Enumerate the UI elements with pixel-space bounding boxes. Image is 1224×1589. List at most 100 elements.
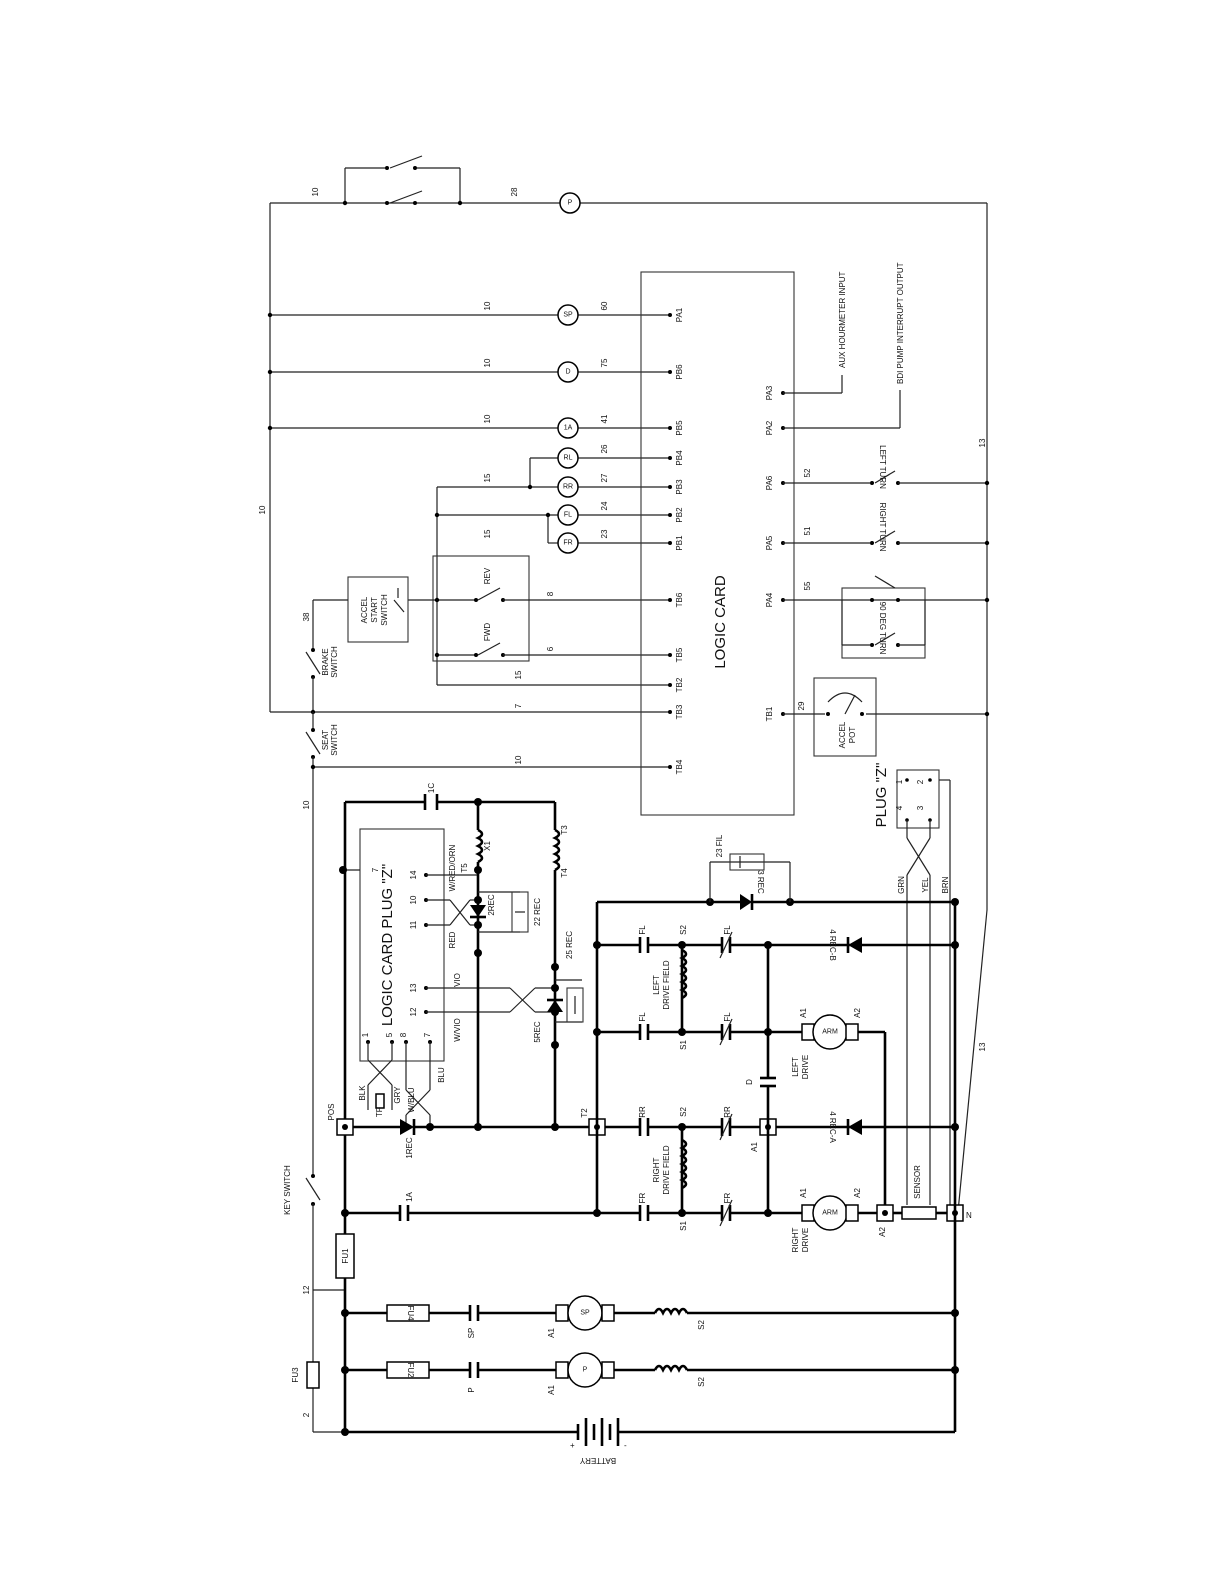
pin-pa1: PA1 [675, 307, 684, 322]
accel-start-switch [393, 588, 405, 613]
pin-pb1: PB1 [675, 535, 684, 551]
left-field-label-1: LEFT [652, 975, 661, 995]
rev-switch-label: REV [483, 567, 492, 584]
coil-fr-label: FR [563, 540, 572, 547]
logic-plug-pin-5: 5 [385, 1032, 394, 1037]
plug-z-pin-2: 2 [916, 779, 925, 784]
a2-label-c: A2 [878, 1227, 887, 1237]
logic-card-left-pins: PA1 PB6 PB5 PB4 PB3 PB2 PB1 TB6 TB5 TB2 … [668, 307, 684, 774]
p-motor-label: P [583, 1367, 588, 1374]
rec4b-label: 4 REC-B [828, 929, 837, 961]
wire-blu: BLU [437, 1067, 446, 1083]
plug-z-pin-3: 3 [916, 805, 925, 810]
contact-rr-b: RR [723, 1106, 732, 1118]
brake-switch-label-1: BRAKE [321, 648, 330, 675]
fwd-switch-label: FWD [483, 623, 492, 641]
logic-plug-pin-7b: 7 [423, 1032, 432, 1037]
left-turn-label: LEFT TURN [878, 445, 887, 489]
rec4a-label: 4 REC-A [828, 1111, 837, 1143]
coil-rl: RL [557, 447, 579, 469]
sp-motor-label: SP [580, 1310, 590, 1317]
p-contact-label: P [467, 1387, 476, 1392]
s1-label-a: S1 [679, 1040, 688, 1050]
wire-13-a: 13 [978, 438, 987, 447]
wire-tp: TP [375, 1107, 384, 1117]
wire-41: 41 [600, 414, 609, 423]
coil-1a-label: 1A [564, 425, 573, 432]
accel-pot-label-1: ACCEL [838, 721, 847, 748]
wire-52: 52 [803, 468, 812, 477]
wire-blk: BLK [358, 1085, 367, 1101]
p-a1-label: A1 [547, 1385, 556, 1395]
logic-plug-pin-13: 13 [409, 983, 418, 992]
p-s2-label: S2 [697, 1377, 706, 1387]
left-drive-label-2: DRIVE [801, 1055, 810, 1079]
wire-28: 28 [510, 187, 519, 196]
logic-card-plug: LOGIC CARD PLUG "Z" 14 10 11 13 12 1 5 8… [339, 828, 555, 1127]
fil23-label: 23 FIL [715, 834, 724, 857]
wire-60: 60 [600, 301, 609, 310]
control-wiring [267, 155, 988, 1433]
wire-gry: GRY [393, 1086, 402, 1104]
key-switch-label: KEY SWITCH [283, 1165, 292, 1215]
pin-pa3: PA3 [765, 385, 774, 400]
rec2-label: 2REC [487, 894, 496, 916]
pin-pa2: PA2 [765, 420, 774, 435]
contact-fr-b: FR [723, 1192, 732, 1203]
wire-10-b: 10 [258, 505, 267, 514]
battery-label: BATTERY [579, 1456, 616, 1465]
s2-label-a: S2 [679, 925, 688, 935]
seat-switch-label-2: SWITCH [330, 724, 339, 756]
logic-plug-pin-11: 11 [409, 920, 418, 929]
logic-plug-pin-12: 12 [409, 1007, 418, 1016]
rec1-label: 1REC [405, 1137, 414, 1159]
coil-d-label: D [565, 369, 570, 376]
wire-8: 8 [546, 591, 555, 596]
logic-plug-pin-8: 8 [399, 1032, 408, 1037]
wire-12: 12 [302, 1285, 311, 1294]
coil-fl: FL [557, 504, 579, 526]
pin-tb2: TB2 [675, 677, 684, 692]
a2-label-a: A2 [853, 1008, 862, 1018]
c1a-label: 1A [405, 1191, 414, 1201]
coil-d: D [557, 361, 579, 383]
t5-label: T5 [460, 863, 469, 873]
wire-labels: 10 28 10 10 60 10 75 10 41 26 15 27 24 1… [258, 187, 987, 1417]
t2-label: T2 [580, 1108, 589, 1118]
wire-29: 29 [797, 701, 806, 710]
coil-sp: SP [557, 304, 579, 326]
plug-z-title: PLUG "Z" [873, 763, 890, 828]
wire-24: 24 [600, 501, 609, 510]
wire-15-c: 15 [514, 670, 523, 679]
wire-51: 51 [803, 526, 812, 535]
wire-10-a: 10 [311, 187, 320, 196]
a1-label-c: A1 [750, 1142, 759, 1152]
wire-red: RED [448, 931, 457, 948]
accel-start-label-1: ACCEL [360, 596, 369, 623]
power-circuit: ARM [335, 794, 964, 1446]
pin-pb3: PB3 [675, 479, 684, 495]
coils: P SP D 1A RL RR FL FR [557, 192, 581, 554]
right-arm-label: ARM [822, 1210, 838, 1217]
logic-plug-pin-1: 1 [361, 1032, 370, 1037]
pin-pa4: PA4 [765, 592, 774, 607]
wire-38: 38 [302, 612, 311, 621]
wire-10-d: 10 [483, 358, 492, 367]
c1c-label: 1C [427, 783, 436, 793]
right-field-label-2: DRIVE FIELD [662, 1145, 671, 1195]
left-arm-label: ARM [822, 1029, 838, 1036]
wire-wvio: W/VIO [453, 1018, 462, 1042]
power-labels: 1C X1 T5 T3 T4 2REC 22 REC 25 REC 5REC 1… [291, 783, 972, 1465]
x1-label: X1 [483, 841, 492, 851]
wire-10-c: 10 [483, 301, 492, 310]
contact-fl-c: FL [638, 1012, 647, 1022]
accel-start-label-3: SWITCH [380, 594, 389, 626]
contact-fl-d: FL [723, 1012, 732, 1022]
left-drive-label-1: LEFT [791, 1057, 800, 1077]
fu1-label: FU1 [341, 1248, 350, 1264]
plug-z-wire-grn: GRN [897, 876, 906, 894]
a1-label-b: A1 [799, 1188, 808, 1198]
t4-label: T4 [560, 868, 569, 878]
pin-pb4: PB4 [675, 450, 684, 466]
